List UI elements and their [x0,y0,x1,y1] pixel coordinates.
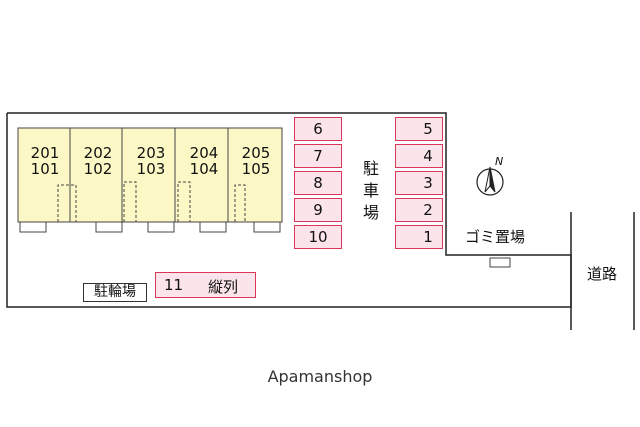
parking-slot: 7 [294,144,342,168]
parking-slot-number: 3 [423,174,433,192]
unit-lower-number: 102 [83,160,113,178]
parking-slot: 2 [395,198,443,222]
tandem-slot-note: 縦列 [208,278,239,296]
parking-slot-number: 4 [423,147,433,165]
unit-lower-number: 104 [189,160,219,178]
unit-4: 204 104 [178,130,230,228]
parking-slot-number: 9 [313,201,323,219]
unit-upper-number: 202 [83,144,113,162]
apartment-building [17,127,283,223]
parking-slot-number: 2 [423,201,433,219]
parking-slot: 4 [395,144,443,168]
tandem-slot-number: 11 [164,276,184,294]
unit-3: 203 103 [125,130,177,228]
unit-2: 202 102 [72,130,124,228]
north-arrow-icon: N [476,155,512,200]
parking-slot-number: 7 [313,147,323,165]
unit-upper-number: 203 [136,144,166,162]
unit-lower-number: 105 [241,160,271,178]
parking-slot: 1 [395,225,443,249]
tandem-parking-slot: 11 縦列 [155,272,256,298]
parking-slot-number: 8 [313,174,323,192]
parking-slot: 9 [294,198,342,222]
parking-slot: 6 [294,117,342,141]
unit-1: 201 101 [19,130,71,228]
parking-slot: 5 [395,117,443,141]
parking-slot-number: 5 [423,120,433,138]
unit-upper-number: 204 [189,144,219,162]
parking-slot-number: 6 [313,120,323,138]
unit-lower-number: 103 [136,160,166,178]
unit-5: 205 105 [230,130,282,228]
parking-label: 駐車場 [362,159,379,222]
unit-upper-number: 201 [30,144,60,162]
road-label: 道路 [587,265,618,283]
parking-slot: 10 [294,225,342,249]
parking-slot: 3 [395,171,443,195]
credit-text: Apamanshop [267,367,373,386]
north-letter: N [495,156,503,168]
parking-slot-number: 10 [308,228,328,246]
bicycle-parking-label: 駐輪場 [83,283,147,302]
unit-upper-number: 205 [241,144,271,162]
parking-slot: 8 [294,171,342,195]
parking-slot-number: 1 [423,228,433,246]
garbage-area-label: ゴミ置場 [465,228,526,246]
unit-lower-number: 101 [30,160,60,178]
